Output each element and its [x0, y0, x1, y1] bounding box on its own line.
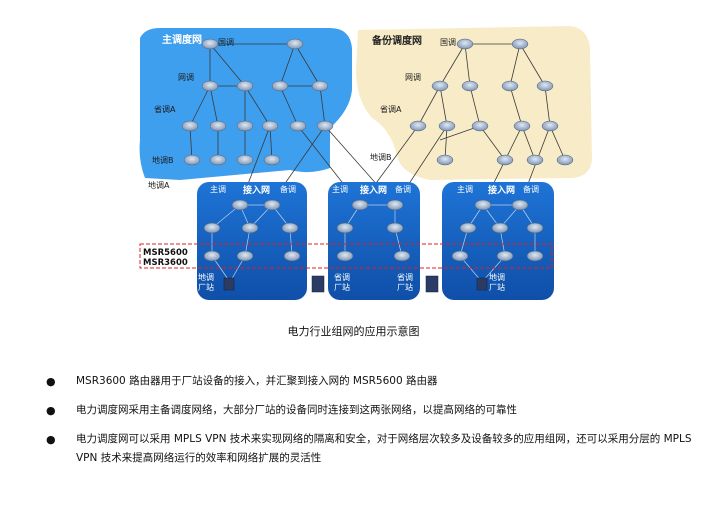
access2-plant-left-label: 厂站: [334, 282, 350, 292]
backup-net-title: 备份调度网: [371, 34, 422, 47]
access2-title: 接入网: [360, 184, 387, 196]
bullet-item: ● 电力调度网可以采用 MPLS VPN 技术来实现网络的隔离和安全，对于网络层…: [46, 430, 696, 468]
access2-backup-label: 备调: [395, 184, 411, 194]
label-province-main: 省调A: [154, 104, 176, 114]
bullet-text: 电力调度网采用主备调度网络，大部分厂站的设备同时连接到这两张网络，以提高网络的可…: [76, 404, 517, 416]
label-local-a: 地调A: [148, 180, 170, 190]
label-local-b-main: 地调B: [152, 155, 174, 165]
access2-province-label: 省调: [334, 272, 350, 282]
bullet-item: ● 电力调度网采用主备调度网络，大部分厂站的设备同时连接到这两张网络，以提高网络…: [46, 401, 696, 420]
access1-plant-label: 厂站: [198, 282, 214, 292]
access1-backup-label: 备调: [280, 184, 296, 194]
plant-device-icons: [223, 275, 488, 293]
bullet-list: ● MSR3600 路由器用于厂站设备的接入，并汇聚到接入网的 MSR5600 …: [46, 372, 696, 478]
main-net-title: 主调度网: [162, 33, 202, 46]
label-province-backup: 省调A: [380, 104, 402, 114]
router-icons: [181, 38, 574, 262]
label-regional-main: 网调: [178, 73, 194, 82]
label-msr3600: MSR3600: [143, 258, 188, 268]
access3-local-label: 地调: [489, 272, 505, 282]
network-diagram: 主调度网 备份调度网 国调 国调 网调 网调 省调A 省调A 地调B 地调B 地…: [139, 26, 592, 300]
label-msr5600: MSR5600: [143, 248, 188, 258]
bullet-text: 电力调度网可以采用 MPLS VPN 技术来实现网络的隔离和安全，对于网络层次较…: [76, 433, 692, 464]
access2-main-label: 主调: [332, 184, 348, 194]
bullet-text: MSR3600 路由器用于厂站设备的接入，并汇聚到接入网的 MSR5600 路由…: [76, 375, 438, 387]
bullet-icon: ●: [46, 433, 56, 446]
access-net-2: [328, 182, 420, 300]
access-net-3: [442, 182, 554, 300]
bullet-item: ● MSR3600 路由器用于厂站设备的接入，并汇聚到接入网的 MSR5600 …: [46, 372, 696, 391]
access3-main-label: 主调: [457, 184, 473, 194]
label-regional-backup: 网调: [405, 73, 421, 82]
access3-title: 接入网: [488, 184, 515, 196]
label-local-b-backup: 地调B: [370, 152, 392, 162]
access1-main-label: 主调: [210, 184, 226, 194]
bullet-icon: ●: [46, 375, 56, 388]
router-highlight-box: [139, 243, 553, 269]
access1-local-label: 地调: [198, 272, 214, 282]
access1-title: 接入网: [243, 184, 270, 196]
access3-backup-label: 备调: [523, 184, 539, 194]
access3-plant-label: 厂站: [489, 282, 505, 292]
label-national-main: 国调: [218, 38, 234, 47]
figure-caption: 电力行业组网的应用示意图: [287, 325, 420, 338]
main-network-cloud: [139, 28, 352, 180]
access2-plant-right-label: 厂站: [397, 282, 413, 292]
label-national-backup: 国调: [440, 38, 456, 47]
access-net-1: [197, 182, 307, 300]
access2-local-label: 省调: [397, 272, 413, 282]
bullet-icon: ●: [46, 404, 56, 417]
